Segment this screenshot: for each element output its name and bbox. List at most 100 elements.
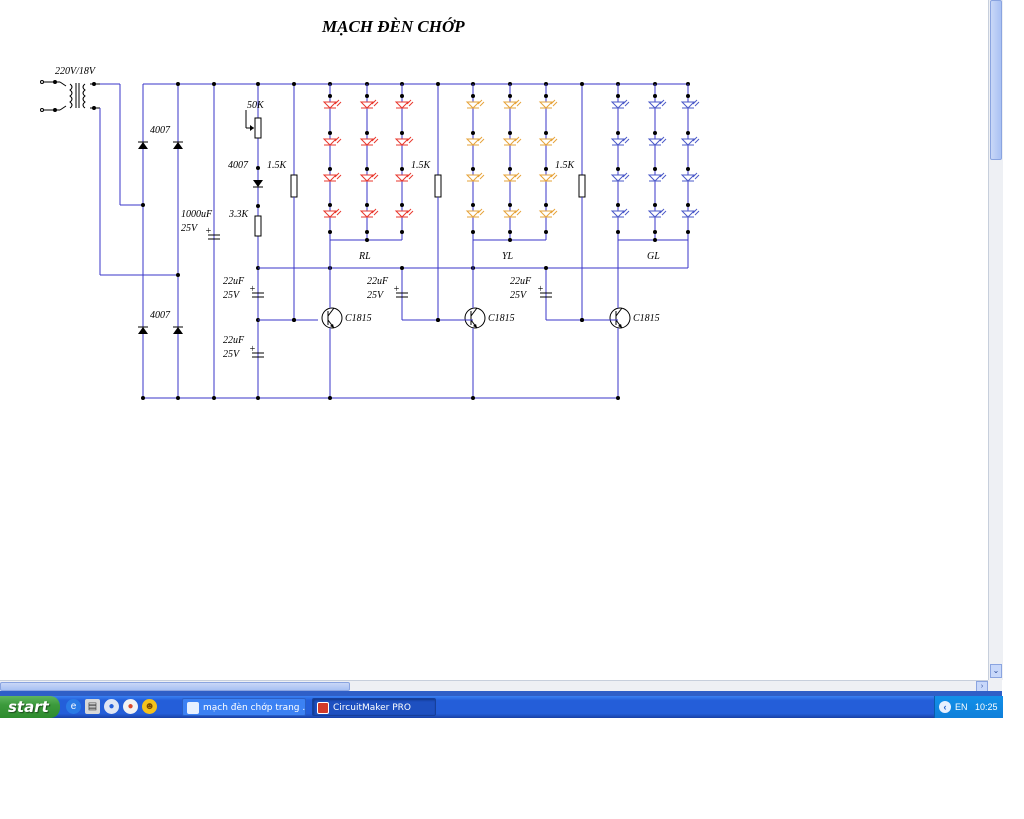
led-icon-ray xyxy=(550,136,556,142)
led-icon xyxy=(394,138,410,146)
led-icon xyxy=(322,174,338,182)
led-icon-ray xyxy=(694,210,700,216)
printer-icon[interactable]: ▤ xyxy=(85,699,100,714)
junction-dot xyxy=(544,266,548,270)
junction-dot xyxy=(686,94,690,98)
junction-dot xyxy=(544,167,548,171)
taskbar-button-circuitmaker[interactable]: CircuitMaker PRO xyxy=(312,698,436,716)
horizontal-scroll-thumb[interactable] xyxy=(0,682,350,691)
led-icon xyxy=(647,101,663,109)
led-icon xyxy=(359,138,375,146)
led-icon xyxy=(322,210,338,218)
led-icon xyxy=(538,174,554,182)
junction-dot xyxy=(544,94,548,98)
led-icon-ray xyxy=(371,99,377,105)
junction-dot xyxy=(471,396,475,400)
led-icon xyxy=(502,210,518,218)
messenger-icon[interactable]: ☻ xyxy=(142,699,157,714)
junction-dot xyxy=(212,82,216,86)
junction-dot xyxy=(508,167,512,171)
ime-indicator[interactable]: EN xyxy=(955,702,968,712)
led-icon-ray xyxy=(477,99,483,105)
junction-dot xyxy=(686,167,690,171)
resistor-label: 3.3K xyxy=(228,209,250,220)
junction-dot xyxy=(92,106,96,110)
horizontal-scrollbar[interactable]: › xyxy=(0,680,988,692)
cap-plus-sign: + xyxy=(249,344,256,355)
junction-dot xyxy=(653,131,657,135)
system-tray: ‹ EN 10:25 xyxy=(934,696,1003,718)
junction-dot xyxy=(292,82,296,86)
led-icon-ray xyxy=(694,101,700,107)
vertical-scroll-thumb[interactable] xyxy=(990,0,1002,160)
taskbar-button-browser[interactable]: mạch đèn chớp trang ... xyxy=(182,698,306,716)
junction-dot xyxy=(686,131,690,135)
junction-dot xyxy=(471,230,475,234)
junction-dot xyxy=(471,203,475,207)
junction-dot xyxy=(616,396,620,400)
led-icon-ray xyxy=(477,172,483,178)
junction-dot xyxy=(400,203,404,207)
junction-dot xyxy=(436,82,440,86)
transistor-icon xyxy=(321,307,343,329)
led-icon-ray xyxy=(406,136,412,142)
diode-label: 4007 xyxy=(150,125,171,136)
junction-dot xyxy=(616,94,620,98)
junction-dot xyxy=(580,82,584,86)
app-icon[interactable]: ● xyxy=(123,699,138,714)
led-icon-ray xyxy=(514,99,520,105)
junction-dot xyxy=(436,318,440,322)
led-icon xyxy=(465,174,481,182)
led-icon-ray xyxy=(336,138,342,144)
junction-dot xyxy=(176,82,180,86)
led-icon-ray xyxy=(552,101,558,107)
ie-icon[interactable]: e xyxy=(66,699,81,714)
tray-expand-icon[interactable]: ‹ xyxy=(939,701,951,713)
junction-dot xyxy=(328,396,332,400)
junction-dot xyxy=(508,238,512,242)
led-icon-ray xyxy=(552,210,558,216)
junction-dot xyxy=(653,94,657,98)
start-button[interactable]: start xyxy=(0,696,60,718)
led-icon-ray xyxy=(661,210,667,216)
resistor-label: 1.5K xyxy=(267,160,288,171)
transistor-icon-collector xyxy=(327,307,335,317)
scroll-down-button[interactable]: ⌄ xyxy=(990,664,1002,678)
diode-icon xyxy=(173,327,183,334)
led-icon-ray xyxy=(550,172,556,178)
led-icon-ray xyxy=(408,101,414,107)
led-icon xyxy=(394,174,410,182)
junction-dot xyxy=(400,266,404,270)
vertical-scrollbar[interactable]: ⌄ xyxy=(988,0,1003,680)
led-icon-ray xyxy=(622,99,628,105)
junction-dot xyxy=(400,94,404,98)
led-icon-ray xyxy=(516,210,522,216)
junction-dot xyxy=(580,318,584,322)
capacitor-label: 22uF xyxy=(510,276,532,287)
junction-dot xyxy=(328,94,332,98)
led-icon xyxy=(538,101,554,109)
clock[interactable]: 10:25 xyxy=(975,702,998,712)
potentiometer-icon xyxy=(254,117,262,139)
led-icon xyxy=(680,210,696,218)
junction-dot xyxy=(400,167,404,171)
media-icon[interactable]: ● xyxy=(104,699,119,714)
junction-dot xyxy=(508,94,512,98)
junction-dot xyxy=(176,396,180,400)
led-icon xyxy=(647,210,663,218)
transistor-label: C1815 xyxy=(345,313,372,324)
cap-plus-sign: + xyxy=(393,284,400,295)
wire xyxy=(59,105,67,111)
transistor-label: C1815 xyxy=(633,313,660,324)
led-icon xyxy=(610,174,626,182)
capacitor-label: 25V xyxy=(181,223,199,234)
led-icon-ray xyxy=(373,101,379,107)
junction-dot xyxy=(400,230,404,234)
transformer-label: 220V/18V xyxy=(55,66,97,77)
led-icon xyxy=(680,174,696,182)
led-icon-ray xyxy=(624,138,630,144)
led-icon-ray xyxy=(624,101,630,107)
transistor-icon xyxy=(609,307,631,329)
junction-dot xyxy=(686,203,690,207)
